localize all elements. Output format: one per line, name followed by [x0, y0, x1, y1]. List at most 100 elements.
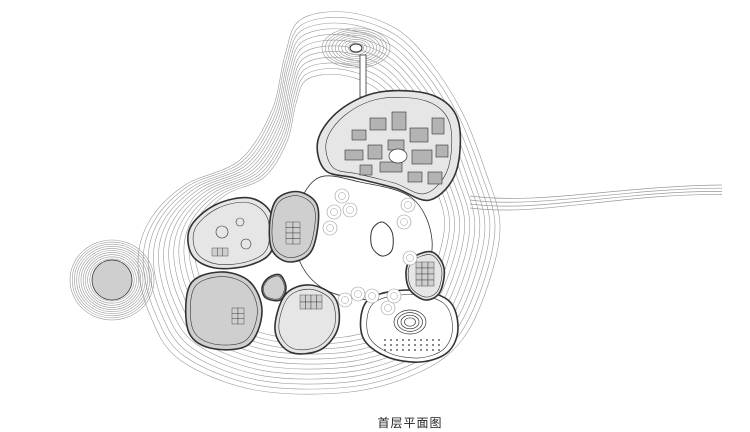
seat-dot	[414, 339, 416, 341]
seat-dot	[414, 344, 416, 346]
grid-module	[427, 279, 435, 287]
tree-ring	[354, 290, 362, 298]
contour-line	[152, 28, 486, 380]
grid-module	[211, 247, 218, 257]
north-walkway	[359, 54, 367, 98]
mound-contour	[85, 254, 139, 306]
seat-dot	[408, 339, 410, 341]
tree-ring	[346, 206, 354, 214]
tree-canopy	[350, 286, 366, 302]
tree-icon	[350, 286, 366, 302]
seat-dot	[438, 344, 440, 346]
stage-ring	[397, 312, 423, 332]
grid-module	[427, 273, 435, 281]
seat-dot	[432, 344, 434, 346]
seat-dot	[420, 349, 422, 351]
tree-icon	[326, 204, 342, 220]
hill-contour	[328, 31, 384, 65]
mound-contour	[89, 258, 135, 302]
grid-module	[292, 238, 301, 245]
seat-dot	[396, 344, 398, 346]
hill-contour	[348, 42, 364, 54]
drawing-caption: 首层平面图	[377, 416, 443, 430]
tree-icon	[342, 202, 358, 218]
grid-module	[427, 267, 435, 275]
seat-dot	[438, 349, 440, 351]
grid-module	[237, 307, 245, 314]
pod-inner-outline	[190, 276, 258, 346]
tree-ring	[326, 224, 334, 232]
seat-circle	[215, 225, 229, 239]
hill-contour	[334, 35, 378, 61]
tree-ring	[400, 218, 408, 226]
atrium	[388, 148, 408, 164]
pod-inner-outline	[263, 275, 285, 300]
grid-module	[299, 294, 306, 303]
tree-ring	[330, 208, 338, 216]
room-block	[391, 111, 407, 131]
grid-module	[415, 267, 423, 275]
mound-contour	[80, 250, 144, 310]
seat-dot	[402, 339, 404, 341]
room-block	[369, 117, 387, 131]
grid-module	[285, 238, 294, 245]
pod-inner-outline	[271, 195, 316, 258]
mound-contour	[87, 256, 137, 304]
tree-icon	[400, 197, 416, 213]
contour-line	[137, 11, 501, 395]
seat-dot	[384, 349, 386, 351]
room-block	[379, 161, 403, 173]
grid-module	[231, 307, 239, 314]
room-block	[431, 117, 445, 135]
trees-group	[322, 188, 418, 316]
seat-dot	[432, 339, 434, 341]
tree-ring	[368, 292, 376, 300]
north-circle-icon	[349, 43, 363, 53]
tree-ring	[384, 304, 392, 312]
grid-module	[292, 227, 301, 234]
grid-module	[217, 247, 223, 257]
seat-circle	[235, 217, 245, 227]
grid-module	[292, 232, 301, 239]
tree-ring	[390, 292, 398, 300]
tree-canopy	[364, 288, 380, 304]
grid-module	[310, 294, 317, 303]
mound-contour	[74, 243, 150, 317]
tree-canopy	[402, 250, 418, 266]
courtyard-pond	[370, 221, 394, 257]
grid-module	[421, 261, 429, 269]
room-block	[411, 149, 433, 165]
seat-dot	[396, 339, 398, 341]
seat-dot	[384, 344, 386, 346]
tree-canopy	[380, 300, 396, 316]
tree-icon	[402, 250, 418, 266]
seat-dot	[438, 339, 440, 341]
seat-dot	[396, 349, 398, 351]
tree-icon	[334, 188, 350, 204]
grid-module	[421, 267, 429, 275]
south-pod	[274, 284, 341, 355]
seat-dot	[432, 349, 434, 351]
grid-module	[231, 313, 239, 319]
hill-contour	[341, 39, 371, 57]
grid-module	[237, 318, 245, 325]
grid-module	[237, 313, 245, 319]
seat-dot	[426, 339, 428, 341]
seat-dot	[402, 349, 404, 351]
mound-contour	[71, 241, 153, 319]
grid-module	[427, 261, 435, 269]
hill-contour	[321, 27, 391, 69]
tree-icon	[396, 214, 412, 230]
room-block	[367, 144, 383, 160]
grid-module	[415, 279, 423, 287]
room-block	[344, 149, 364, 161]
grid-module	[222, 247, 229, 257]
tree-icon	[322, 220, 338, 236]
grid-module	[421, 273, 429, 281]
seat-dot	[390, 344, 392, 346]
grid-module	[305, 301, 312, 310]
tree-canopy	[386, 288, 402, 304]
grid-module	[415, 273, 423, 281]
tree-canopy	[326, 204, 342, 220]
